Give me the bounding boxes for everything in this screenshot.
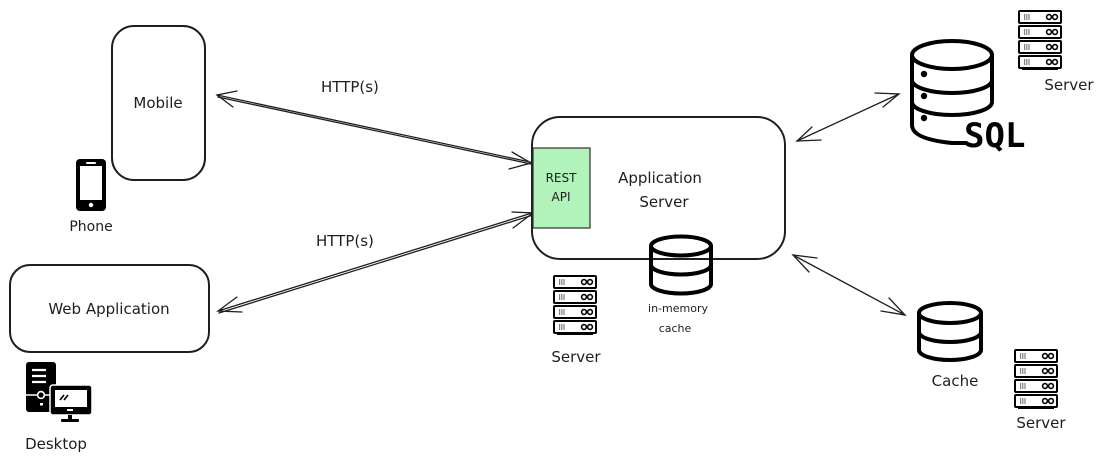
in-memory-cache-label-line1: in-memory xyxy=(648,302,708,315)
rest-api-label-line1: REST xyxy=(546,171,578,185)
edge-mobile-rest-api xyxy=(215,90,533,170)
arrowhead-icon xyxy=(215,90,238,108)
edge-label-mobile-http: HTTP(s) xyxy=(321,78,379,96)
sql-server-host-label: Server xyxy=(1044,76,1094,94)
rest-api-label-line2: API xyxy=(552,190,571,204)
mobile-node[interactable]: Mobile xyxy=(111,25,206,181)
in-memory-cache-icon xyxy=(649,234,713,296)
edge-app-server-sql xyxy=(795,92,901,142)
arrowhead-icon xyxy=(880,297,907,316)
mobile-label: Mobile xyxy=(133,94,182,112)
app-server-host-label: Server xyxy=(551,348,601,366)
server-icon xyxy=(553,275,597,335)
server-icon xyxy=(1014,349,1058,409)
sql-database-icon xyxy=(910,39,994,145)
edge-app-server-cache xyxy=(791,254,907,316)
arrowhead-icon xyxy=(791,254,818,273)
rest-api-box xyxy=(532,147,591,229)
server-icon xyxy=(1018,10,1062,70)
phone-label: Phone xyxy=(69,219,112,235)
cache-database-icon xyxy=(917,301,983,362)
in-memory-cache-label-line2: cache xyxy=(659,322,692,335)
phone-icon xyxy=(76,159,106,211)
application-server-node[interactable]: Application Server xyxy=(531,116,786,260)
arrowhead-icon xyxy=(216,296,243,313)
application-server-label-line2: Server xyxy=(639,193,689,211)
rest-api-node[interactable]: REST API xyxy=(532,147,591,229)
sql-label: SQL xyxy=(964,116,1025,156)
desktop-label: Desktop xyxy=(25,435,87,453)
cache-server-host-label: Server xyxy=(1016,414,1066,432)
arrowhead-icon xyxy=(795,126,822,142)
desktop-icon xyxy=(26,362,93,422)
cache-label: Cache xyxy=(932,372,979,390)
application-server-label-line1: Application xyxy=(618,169,702,187)
edge-web-app-rest-api xyxy=(216,211,535,314)
edge-label-web-http: HTTP(s) xyxy=(316,232,374,250)
web-application-node[interactable]: Web Application xyxy=(9,264,210,353)
arrowhead-icon xyxy=(874,92,901,108)
web-application-label: Web Application xyxy=(48,300,169,318)
